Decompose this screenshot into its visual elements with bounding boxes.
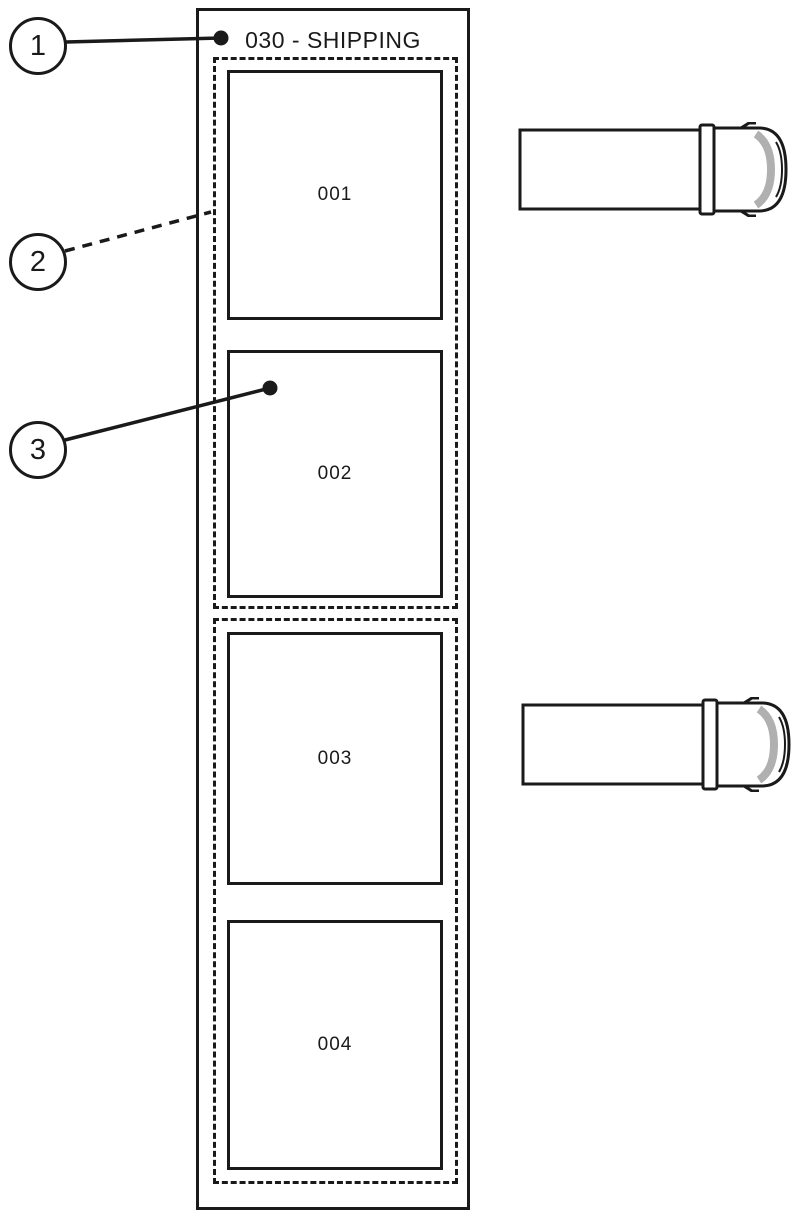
- dock-002: 002: [227, 350, 443, 598]
- dock-label: 002: [317, 463, 353, 484]
- truck-trailer: [518, 128, 702, 211]
- truck-cab-rear: [701, 698, 719, 791]
- truck-mirrors: [740, 122, 756, 217]
- truck-cab: [712, 126, 788, 213]
- callout-1: 1: [9, 17, 67, 75]
- truck-cab: [715, 701, 791, 788]
- callout-number: 1: [29, 29, 47, 62]
- callout-number: 2: [29, 245, 47, 278]
- truck-mirrors: [743, 697, 759, 792]
- truck-trailer: [521, 703, 705, 786]
- zone-label: 030 - SHIPPING: [245, 27, 421, 53]
- truck-front-bumper: [778, 716, 787, 773]
- dock-label: 003: [317, 747, 353, 769]
- truck-front-bumper: [775, 141, 784, 198]
- truck-icon: [521, 697, 791, 792]
- dock-003: 003: [227, 632, 443, 885]
- truck-windshield: [756, 705, 779, 784]
- dock-001: 001: [227, 70, 443, 320]
- leader-line-2-dashed: [64, 210, 212, 253]
- truck-icon: [518, 122, 788, 217]
- dock-group-lower-boundary: [213, 618, 458, 1184]
- truck-windshield: [753, 130, 776, 209]
- callout-number: 3: [29, 433, 47, 466]
- truck-cab-rear: [698, 123, 716, 216]
- dock-label: 001: [317, 184, 353, 205]
- dock-label: 004: [317, 1034, 353, 1055]
- dock-004: 004: [227, 920, 443, 1170]
- callout-3: 3: [9, 421, 67, 479]
- callout-2: 2: [9, 233, 67, 291]
- dock-group-upper-boundary: [213, 57, 458, 609]
